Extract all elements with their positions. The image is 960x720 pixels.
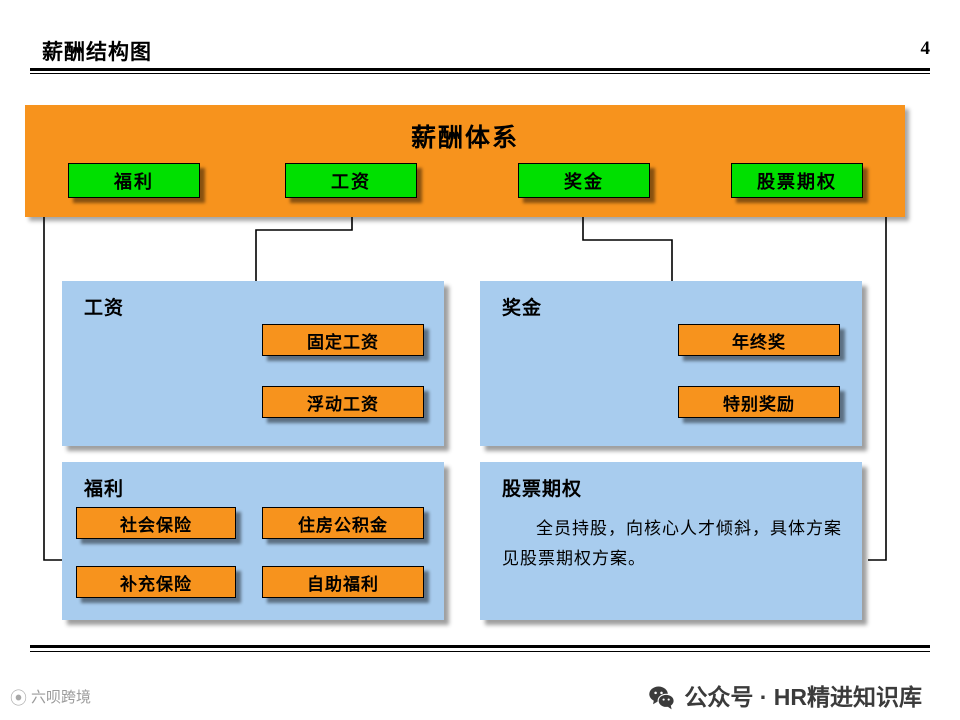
- banner-title: 薪酬体系: [410, 125, 519, 152]
- footer-divider-thick: [30, 645, 930, 648]
- panel-stock-option-text: 全员持股，向核心人才倾斜，具体方案见股票期权方案。: [502, 519, 842, 568]
- banner-salary-system: 薪酬体系: [25, 105, 905, 217]
- item-self-service-welfare-label: 自助福利: [307, 574, 379, 594]
- panel-salary: 工资: [62, 281, 444, 446]
- panel-salary-title: 工资: [84, 298, 125, 319]
- watermark-logo-icon: ⦿: [10, 689, 27, 708]
- item-housing-fund-label: 住房公积金: [298, 515, 388, 535]
- panel-bonus: 奖金: [480, 281, 862, 446]
- footer-account-label: 公众号 · HR精进知识库: [684, 684, 922, 710]
- chip-stock-option[interactable]: 股票期权: [731, 163, 863, 198]
- item-floating-salary-label: 浮动工资: [307, 394, 379, 414]
- panel-bonus-title: 奖金: [502, 298, 543, 319]
- item-social-insurance[interactable]: 社会保险: [76, 507, 236, 539]
- chip-bonus-label: 奖金: [564, 171, 604, 192]
- chip-stock-option-label: 股票期权: [757, 171, 837, 192]
- item-housing-fund[interactable]: 住房公积金: [262, 507, 424, 539]
- panel-stock-option-title: 股票期权: [502, 479, 583, 500]
- chip-salary[interactable]: 工资: [285, 163, 417, 198]
- item-year-end-bonus-label: 年终奖: [732, 332, 786, 352]
- panel-welfare-title: 福利: [84, 479, 125, 500]
- page-number: 4: [920, 38, 931, 59]
- page-title: 薪酬结构图: [42, 40, 152, 64]
- panel-stock-option: 股票期权 全员持股，向核心人才倾斜，具体方案见股票期权方案。: [480, 462, 862, 620]
- chip-welfare[interactable]: 福利: [68, 163, 200, 198]
- header-divider-thin: [30, 73, 930, 74]
- item-self-service-welfare[interactable]: 自助福利: [262, 566, 424, 598]
- item-special-award-label: 特别奖励: [723, 394, 795, 414]
- watermark-label: 六呗跨境: [31, 689, 92, 706]
- item-year-end-bonus[interactable]: 年终奖: [678, 324, 840, 356]
- chip-welfare-label: 福利: [114, 171, 154, 192]
- item-floating-salary[interactable]: 浮动工资: [262, 386, 424, 418]
- footer-account: 公众号 · HR精进知识库: [648, 678, 922, 712]
- item-fixed-salary[interactable]: 固定工资: [262, 324, 424, 356]
- item-fixed-salary-label: 固定工资: [307, 332, 379, 352]
- chip-bonus[interactable]: 奖金: [518, 163, 650, 198]
- header-divider-thick: [30, 68, 930, 71]
- item-social-insurance-label: 社会保险: [120, 515, 192, 535]
- watermark: ⦿ 六呗跨境: [10, 684, 91, 709]
- item-supplementary-insurance-label: 补充保险: [120, 574, 192, 594]
- chip-salary-label: 工资: [331, 171, 371, 192]
- item-supplementary-insurance[interactable]: 补充保险: [76, 566, 236, 598]
- footer-divider-thin: [30, 651, 930, 652]
- item-special-award[interactable]: 特别奖励: [678, 386, 840, 418]
- wechat-icon: [648, 684, 676, 711]
